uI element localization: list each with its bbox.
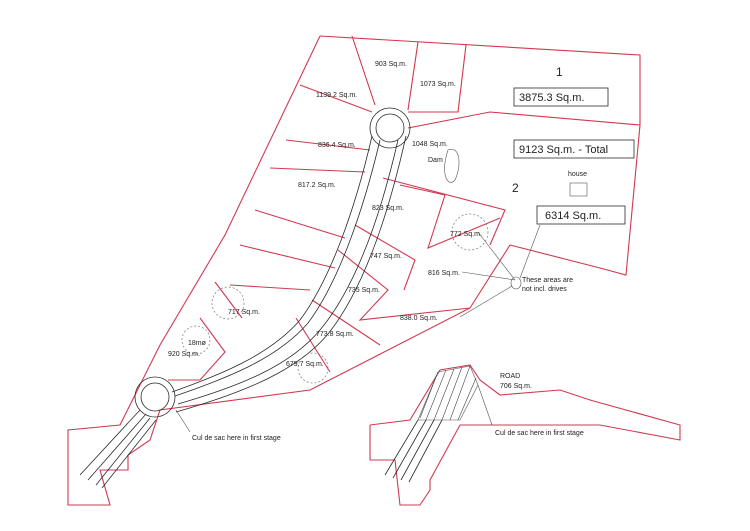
parcel-2-number: 2 [512, 181, 519, 195]
parcel-2-area: 6314 Sq.m. [545, 210, 601, 222]
lot-label-747: 747 Sq.m. [370, 253, 402, 260]
lot-label-816: 816 Sq.m. [428, 270, 460, 277]
main-boundary [67, 35, 641, 506]
lot-label-903: 903 Sq.m. [375, 61, 407, 68]
culdesac-note-left: Cul de sac here in first stage [192, 435, 281, 442]
lot-label-1139: 1139.2 Sq.m. [316, 92, 357, 99]
lot-label-717: 717 Sq.m. [228, 309, 260, 316]
dam-outline [444, 148, 460, 183]
road-area: 706 Sq.m. [500, 383, 532, 390]
lot-label-1048: 1048 Sq.m. [412, 141, 448, 148]
lot-label-836: 836.4 Sq.m. [318, 142, 356, 149]
lot-label-735: 735 Sq.m. [348, 287, 380, 294]
dashed-envelopes [181, 148, 489, 384]
lot-label-838: 838.0 Sq.m. [400, 315, 438, 322]
lot-label-679: 679.7 Sq.m. [286, 361, 324, 368]
lot-label-773: 773.8 Sq.m. [316, 331, 354, 338]
road-hatch-area [417, 365, 479, 421]
road-label: ROAD [500, 373, 520, 380]
total-area: 9123 Sq.m. - Total [519, 144, 608, 156]
culdesac-note-right: Cul de sac here in first stage [495, 430, 584, 437]
lot-label-772: 772 Sq.m. [450, 231, 482, 238]
lot-lines [168, 35, 641, 381]
leader-lines [175, 224, 541, 433]
note-line-1: These areas are [522, 277, 573, 284]
dam-label: Dam [428, 157, 443, 164]
lot-label-1073: 1073 Sq.m. [420, 81, 456, 88]
parcel-1-area: 3875.3 Sq.m. [519, 92, 584, 104]
house-icon [569, 182, 588, 197]
lot-label-823: 823 Sq.m. [372, 205, 404, 212]
road-linework [79, 107, 411, 489]
house-label: house [568, 171, 587, 178]
culdesac-diameter: 18mø [188, 340, 207, 347]
lot-label-920: 920 Sq.m. [168, 351, 200, 358]
lot-label-817: 817.2 Sq.m. [298, 182, 336, 189]
note-line-2: not incl. drives [522, 286, 567, 293]
parcel-1-number: 1 [556, 65, 563, 79]
parcel-boxes [513, 87, 635, 225]
inset-plan [369, 364, 681, 506]
